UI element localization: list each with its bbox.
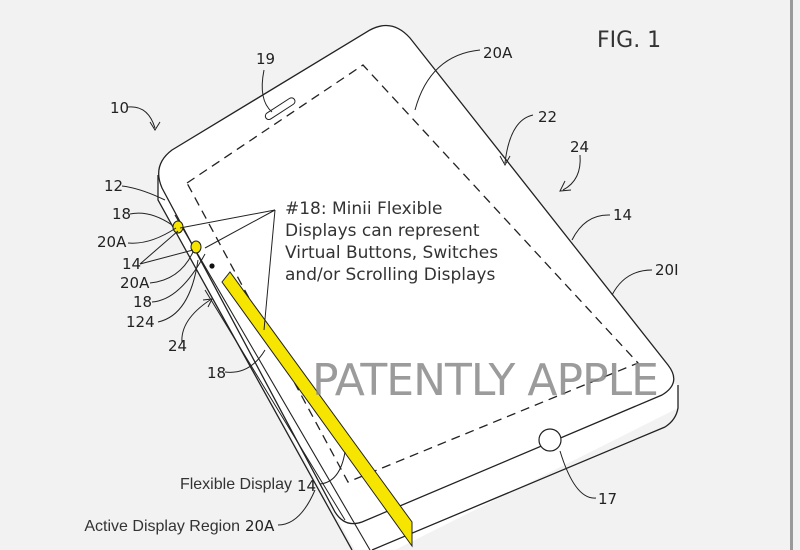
leader-lines xyxy=(121,49,653,526)
active-region-label: Active Display Region xyxy=(84,518,240,535)
phone-front-face xyxy=(158,24,675,525)
home-button-icon xyxy=(538,428,562,452)
callout-line: Virtual Buttons, Switches xyxy=(285,243,498,263)
phone-outer-left-edge xyxy=(157,175,353,550)
ref-label: 18 xyxy=(207,364,226,382)
ref-label: 14 xyxy=(297,477,316,495)
callout-line: Displays can represent xyxy=(285,221,480,241)
ref-label: 18 xyxy=(112,205,131,223)
frame-border xyxy=(790,0,793,550)
ref-label: 20I xyxy=(655,261,679,279)
ref-label: 14 xyxy=(122,255,141,273)
watermark: PATENTLY APPLE xyxy=(312,355,658,406)
ref-label: 20A xyxy=(97,233,127,251)
ref-label: 18 xyxy=(133,293,152,311)
ref-label: 10 xyxy=(110,99,129,117)
figure-title: FIG. 1 xyxy=(597,28,661,53)
phone-outer-right-edge xyxy=(371,385,679,550)
flexible-display-strip xyxy=(221,271,413,548)
ref-label: 20A xyxy=(120,274,150,292)
ref-label: 19 xyxy=(256,50,275,68)
ref-label: 124 xyxy=(126,313,155,331)
callout-line: #18: Minii Flexible xyxy=(285,199,442,219)
ref-label: 20A xyxy=(483,44,513,62)
mini-display-button-2 xyxy=(190,240,202,254)
ref-label: 12 xyxy=(104,177,123,195)
ref-label: 24 xyxy=(168,337,187,355)
side-dot xyxy=(209,263,215,269)
ref-label: 22 xyxy=(538,108,557,126)
ref-label: 17 xyxy=(598,490,617,508)
ref-label: 20A xyxy=(245,517,275,535)
flexible-display-label: Flexible Display xyxy=(180,476,292,493)
callout-line: and/or Scrolling Displays xyxy=(285,265,495,285)
ref-label: 14 xyxy=(613,206,632,224)
ref-label: 24 xyxy=(570,138,589,156)
side-line xyxy=(204,289,346,521)
side-line xyxy=(174,214,371,550)
display-area-dashed xyxy=(186,64,640,483)
earpiece-icon xyxy=(264,97,296,121)
